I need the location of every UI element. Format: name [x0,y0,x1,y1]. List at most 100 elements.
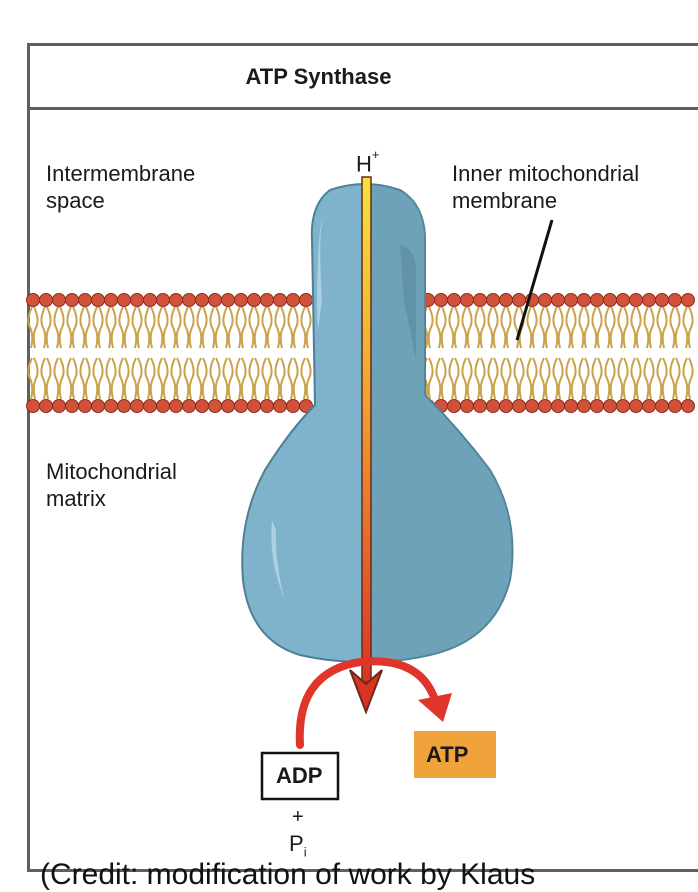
lipid-tail [53,306,60,349]
lipid-tail [617,357,624,400]
proton-channel-arrow [349,176,383,715]
lipid-tail [131,357,138,400]
lipid-tail [513,306,520,349]
lipid-head [39,293,53,307]
lipid-head [525,399,539,413]
lipid-tail [157,306,164,349]
lipid-tail [222,357,229,400]
lipid-head [668,399,682,413]
lipid-tail [92,306,99,349]
lipid-tail [287,357,294,400]
lipid-tail [466,306,473,349]
lipid-tail [110,306,117,349]
lipid-tail [648,357,655,400]
lipid-tail [131,306,138,349]
lipid-tail [440,357,447,400]
lipid-tail [583,357,590,400]
lipid-tail [552,306,559,349]
diagram-frame: ATP Synthase [27,43,698,872]
lipid-tail [144,357,151,400]
lipid-tail [544,357,551,400]
lipid-head [486,399,500,413]
lipid-tail [453,357,460,400]
lipid-head [195,399,209,413]
lipid-tail [479,357,486,400]
lipid-tail [453,306,460,349]
lipid-head [130,293,144,307]
lipid-head [642,399,656,413]
lipid-head [130,399,144,413]
lipid-head [499,293,513,307]
phosphate-label: Pi [289,831,307,860]
lipid-tail [635,306,642,349]
lipid-tail [175,357,182,400]
lipid-tail [669,357,676,400]
lipid-tail [105,306,112,349]
lipid-head [603,399,617,413]
lipid-head [156,399,170,413]
lipid-head [538,293,552,307]
lipid-tail [474,306,481,349]
lipid-head [169,399,183,413]
lipid-tail [661,306,668,349]
lipid-tail [435,306,442,349]
lipid-tail [578,357,585,400]
lipid-tail [58,357,65,400]
lipid-head [234,293,248,307]
lipid-tail [440,306,447,349]
lipid-head [538,399,552,413]
lipid-head [260,399,274,413]
lipid-head [434,293,448,307]
lipid-tail [71,306,78,349]
intermembrane-space-label: Intermembrane space [46,161,196,213]
lipid-head [299,293,313,307]
lipid-tail [539,357,546,400]
lipid-head [668,293,682,307]
lipid-head [208,293,222,307]
lipid-tail [209,306,216,349]
lipid-tail [188,306,195,349]
lipid-tail [461,306,468,349]
lipid-tail [687,306,694,349]
lipid-tail [92,357,99,400]
lipid-tail [531,306,538,349]
lipid-tail [240,357,247,400]
phosphate-subscript: i [303,844,307,860]
lipid-head [117,293,131,307]
lipid-head [143,293,157,307]
lipid-tail [287,306,294,349]
lipid-tail [222,306,229,349]
lipid-tail [531,357,538,400]
lipid-tail [609,306,616,349]
lipid-head [273,399,287,413]
lipid-tail [110,357,117,400]
lipid-head [65,399,79,413]
lipid-tail [448,306,455,349]
lipid-tail [27,306,34,349]
lipid-head [473,399,487,413]
lipid-head [78,399,92,413]
lipid-tail [201,306,208,349]
lipid-tail [32,306,39,349]
lipid-tail [305,357,312,400]
inner-membrane-label: Inner mitochondrial membrane [452,161,640,213]
lipid-head [590,293,604,307]
figure-caption: (Credit: modification of work by Klaus [40,858,536,891]
lipid-head [78,293,92,307]
lipid-tail [235,357,242,400]
lipid-head [234,399,248,413]
lipid-head [447,293,461,307]
lipid-head [156,293,170,307]
lipid-tail [175,306,182,349]
adp-label: ADP [276,763,323,788]
lipid-tail [162,357,169,400]
lipid-tail [604,357,611,400]
lipid-tail [526,306,533,349]
lipid-tail [669,306,676,349]
lipid-tail [196,357,203,400]
lipid-tail [136,357,143,400]
lipid-head [499,399,513,413]
lipid-head [447,399,461,413]
lipid-head [65,293,79,307]
lipid-head [273,293,287,307]
